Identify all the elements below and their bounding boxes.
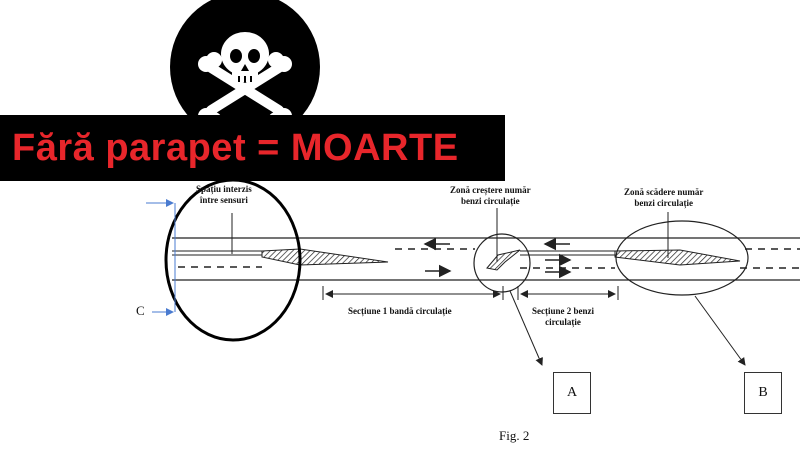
label-section2-line1: Secțiune 2 benzi bbox=[532, 306, 594, 316]
label-decrease-line1: Zonă scădere număr bbox=[624, 187, 704, 197]
median-line bbox=[172, 250, 615, 256]
label-decrease-line2: benzi circulație bbox=[634, 198, 693, 208]
figure-caption: Fig. 2 bbox=[499, 428, 530, 443]
label-section-2: Secțiune 2 benzi circulație bbox=[532, 306, 594, 328]
traffic-arrows bbox=[423, 237, 572, 279]
leader-a bbox=[509, 290, 543, 366]
label-forbidden-space: Spațiu interzis între sensuri bbox=[196, 184, 252, 206]
ellipse-zone-a bbox=[473, 233, 531, 293]
label-section-1: Secțiune 1 bandă circulație bbox=[348, 306, 452, 316]
c-marker bbox=[146, 199, 176, 316]
warning-banner bbox=[0, 115, 505, 181]
section-dimensions bbox=[322, 286, 619, 300]
label-c: C bbox=[136, 303, 145, 318]
ellipse-zone-b bbox=[615, 220, 749, 296]
label-increase-line1: Zonă creștere număr bbox=[450, 185, 531, 195]
hatched-island-right bbox=[614, 249, 741, 266]
hatched-island-left bbox=[261, 248, 389, 266]
label-decrease-zone: Zonă scădere număr benzi circulație bbox=[624, 187, 703, 209]
label-increase-line2: benzi circulație bbox=[461, 196, 520, 206]
label-increase-zone: Zonă creștere număr benzi circulație bbox=[450, 185, 531, 207]
leader-b bbox=[694, 295, 746, 366]
banner-title: Fără parapet = MOARTE bbox=[12, 127, 459, 169]
hatched-island-center bbox=[486, 249, 521, 271]
box-b: B bbox=[744, 372, 782, 414]
label-forbidden-line1: Spațiu interzis bbox=[196, 184, 252, 194]
box-a: A bbox=[553, 372, 591, 414]
label-forbidden-line2: între sensuri bbox=[199, 195, 248, 205]
label-section2-line2: circulație bbox=[545, 317, 581, 327]
